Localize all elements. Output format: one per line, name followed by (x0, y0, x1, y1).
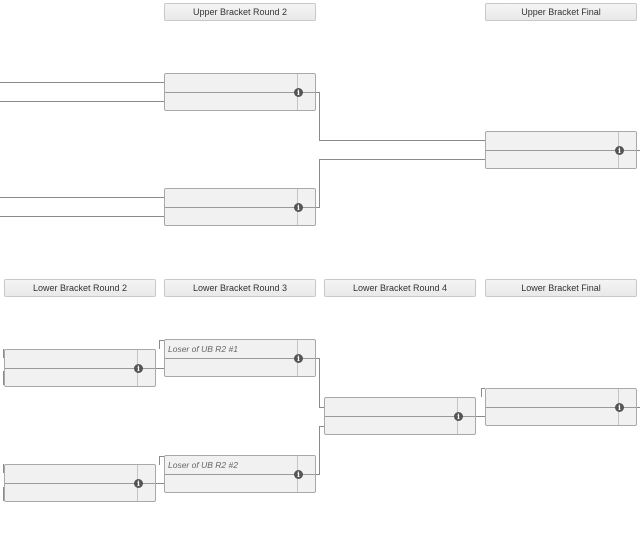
connector-line (316, 358, 320, 359)
match-slot-bottom[interactable] (486, 150, 618, 168)
connector-line (3, 464, 4, 473)
match-slot-top[interactable]: Loser of UB R2 #2 (168, 460, 238, 470)
match-slot-bottom[interactable] (5, 483, 137, 501)
connector-line (481, 388, 482, 397)
match-slot-bottom[interactable] (486, 407, 618, 425)
connector-line (159, 456, 164, 457)
connector-line (476, 416, 485, 417)
match-lb-final[interactable]: i (485, 388, 637, 426)
round-header-ub-r2[interactable]: Upper Bracket Round 2 (164, 3, 316, 21)
connector-line (316, 92, 320, 93)
connector-line (159, 340, 160, 349)
info-icon[interactable]: i (454, 412, 463, 421)
connector-line (319, 407, 324, 408)
connector-line (319, 426, 320, 475)
match-slot-top[interactable] (165, 189, 297, 207)
match-slot-bottom[interactable] (165, 474, 297, 492)
match-slot-top[interactable] (5, 350, 137, 368)
connector-line (319, 426, 324, 427)
match-lb-r3-2[interactable]: Loser of UB R2 #2 i (164, 455, 316, 493)
info-icon[interactable]: i (294, 354, 303, 363)
connector-line (156, 368, 164, 369)
connector-line (316, 474, 320, 475)
match-slot-bottom[interactable] (325, 416, 457, 434)
match-slot-bottom[interactable] (5, 368, 137, 386)
slot-divider (5, 368, 155, 369)
info-icon[interactable]: i (615, 146, 624, 155)
match-ub-final[interactable]: i (485, 131, 637, 169)
slot-divider (165, 358, 315, 359)
connector-line (319, 159, 320, 208)
round-header-lb-final[interactable]: Lower Bracket Final (485, 279, 637, 297)
connector-line (159, 456, 160, 465)
match-slot-bottom[interactable] (165, 92, 297, 110)
match-slot-bottom[interactable] (165, 358, 297, 376)
connector-line (319, 92, 320, 140)
match-lb-r3-1[interactable]: Loser of UB R2 #1 i (164, 339, 316, 377)
match-lb-r2-2[interactable]: i (4, 464, 156, 502)
info-icon[interactable]: i (294, 88, 303, 97)
connector-line (316, 207, 320, 208)
info-icon[interactable]: i (294, 470, 303, 479)
connector-line (319, 159, 485, 160)
connector-line (0, 216, 164, 217)
connector-line (3, 371, 4, 385)
slot-divider (486, 407, 636, 408)
info-icon[interactable]: i (615, 403, 624, 412)
round-header-ub-final[interactable]: Upper Bracket Final (485, 3, 637, 21)
connector-line (0, 197, 164, 198)
connector-line (156, 483, 164, 484)
connector-line (0, 101, 164, 102)
match-slot-bottom[interactable] (165, 207, 297, 225)
match-slot-top[interactable]: Loser of UB R2 #1 (168, 344, 238, 354)
round-header-lb-r4[interactable]: Lower Bracket Round 4 (324, 279, 476, 297)
info-icon[interactable]: i (294, 203, 303, 212)
match-slot-top[interactable] (325, 398, 457, 416)
connector-line (3, 487, 4, 501)
connector-line (0, 82, 164, 83)
match-lb-r2-1[interactable]: i (4, 349, 156, 387)
slot-divider (5, 483, 155, 484)
round-header-lb-r3[interactable]: Lower Bracket Round 3 (164, 279, 316, 297)
slot-divider (165, 92, 315, 93)
slot-divider (165, 207, 315, 208)
connector-line (481, 388, 485, 389)
match-slot-top[interactable] (486, 389, 618, 407)
slot-divider (165, 474, 315, 475)
match-slot-top[interactable] (486, 132, 618, 150)
connector-line (636, 150, 640, 151)
connector-line (3, 349, 4, 358)
slot-divider (486, 150, 636, 151)
connector-line (319, 140, 485, 141)
match-ub-r2-1[interactable]: i (164, 73, 316, 111)
slot-divider (325, 416, 475, 417)
match-slot-top[interactable] (5, 465, 137, 483)
connector-line (636, 407, 640, 408)
info-icon[interactable]: i (134, 364, 143, 373)
match-lb-r4-1[interactable]: i (324, 397, 476, 435)
connector-line (159, 340, 164, 341)
info-icon[interactable]: i (134, 479, 143, 488)
match-slot-top[interactable] (165, 74, 297, 92)
round-header-lb-r2[interactable]: Lower Bracket Round 2 (4, 279, 156, 297)
connector-line (319, 358, 320, 407)
match-ub-r2-2[interactable]: i (164, 188, 316, 226)
